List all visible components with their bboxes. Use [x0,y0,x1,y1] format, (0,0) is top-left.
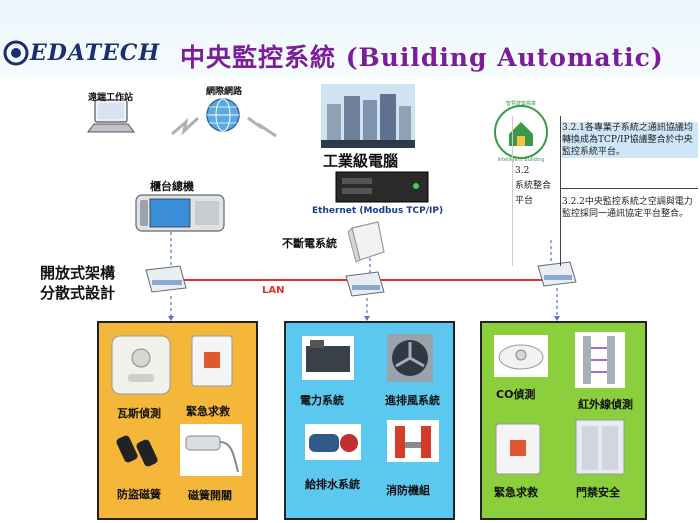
spec-divider [560,188,698,189]
badge-bottom-text: Intelligent Building [497,157,545,163]
remote-station-label: 遠端工作站 [88,93,134,103]
spec-section-name: 系統整合平台 [515,181,552,206]
header-band [0,0,700,78]
spec-divider [560,116,561,266]
lan-label: LAN [262,285,285,296]
intelligent-building-badge-icon [494,105,548,159]
spec-item-1: 3.2.1各專業子系統之通訊協議均轉換成為TCP/IP協議整合於中央監控系統平台… [562,122,698,158]
switch-center-icon [345,271,385,297]
group2-item-1-label: 電力系統 [300,394,344,407]
group3-item-1-label: CO偵測 [496,388,536,401]
access-door-icon [575,419,625,475]
industrial-pc-icon [335,171,429,203]
group1-item-1-label: 瓦斯偵測 [117,407,161,420]
burglar-magnet-icon [116,435,158,467]
ethernet-label: Ethernet (Modbus TCP/IP) [312,206,444,216]
ups-icon [347,221,385,263]
spec-item-2: 3.2.2中央監控系統之空調與電力監控採同一通訊協定平台整合。 [562,197,693,219]
group1-item-2-label: 緊急求救 [186,405,230,418]
group2-item-3-label: 給排水系統 [305,478,360,491]
reed-switch-icon [180,424,242,476]
emergency-button-icon [495,423,541,475]
switch-right-icon [537,261,577,287]
ups-label: 不斷電系統 [282,237,337,250]
co-detector-icon [494,335,548,377]
edatech-logo-icon [3,40,29,66]
infrared-sensor-icon [575,332,625,388]
emergency-button-icon [191,335,233,387]
group3-item-4-label: 門禁安全 [576,486,620,499]
internet-label: 網際網路 [206,87,243,97]
spec-section-num: 3.2 [515,166,530,176]
spec-table: 3.2 系統整合平台 3.2.1各專業子系統之通訊協議均轉換成為TCP/IP協議… [512,108,698,268]
group1-item-3-label: 防盜磁簧 [117,488,161,501]
switch-left-icon [145,265,187,293]
industrial-pc-label: 工業級電腦 [323,152,399,170]
spec-divider [512,116,513,266]
open-arch-label-1: 開放式架構 [40,264,116,282]
group3-item-3-label: 緊急求救 [494,486,538,499]
company-logo: EDATECH [30,40,161,66]
generator-icon [302,336,354,380]
group1-item-4-label: 磁簧開關 [188,489,232,502]
signal-right-icon [247,116,277,138]
exhaust-fan-icon [387,334,433,382]
group2-item-4-label: 消防機組 [386,484,430,497]
signal-left-icon [171,116,200,136]
building-photo-icon [321,84,415,148]
open-arch-label-2: 分散式設計 [40,284,116,302]
badge-top-text: 智慧建築標章 [505,101,536,107]
page-title: 中央監控系統 (Building Automatic) [180,43,664,72]
console-phone-icon [135,194,225,232]
console-label: 櫃台總機 [150,180,194,193]
gas-detector-icon [111,335,171,395]
globe-icon [206,98,240,132]
laptop-icon [87,99,135,133]
fire-pump-icon [387,420,439,462]
group3-item-2-label: 紅外線偵測 [578,398,633,411]
water-pump-icon [305,424,361,460]
group2-item-2-label: 進排風系統 [385,394,440,407]
